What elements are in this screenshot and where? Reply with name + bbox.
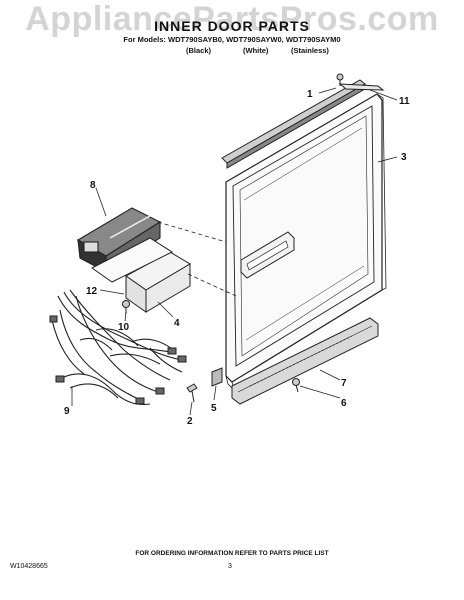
inner-door-panel [225,93,387,392]
finish-black: (Black) [186,46,212,55]
callout-12: 12 [86,286,98,297]
callout-1: 1 [307,89,313,100]
watermark: AppliancePartsPros.com [25,0,439,38]
insulation-pad [125,251,191,313]
callout-10: 10 [118,322,130,333]
leader-lines [157,221,237,297]
page-number: 3 [228,563,232,570]
callout-3: 3 [401,152,407,163]
screw-part-10 [122,300,130,314]
callout-8: 8 [90,180,96,191]
callout-4: 4 [174,318,180,329]
callout-labels: 1 2 3 4 5 6 7 8 9 10 11 12 [64,89,410,427]
bottom-trim-rail [231,317,379,405]
finish-white: (White) [243,46,269,55]
callout-6: 6 [341,398,347,409]
ordering-note: FOR ORDERING INFORMATION REFER TO PARTS … [135,550,329,557]
document-number: W10428665 [10,563,48,570]
hinge-bracket [211,367,223,387]
top-screw [336,73,344,86]
screw-part-6 [292,378,300,393]
wire-harness [51,289,183,406]
detergent-window [240,231,295,279]
top-gasket-strip [338,83,385,91]
shield-plate [91,237,174,283]
model-list: For Models: WDT790SAYB0, WDT790SAYW0, WD… [123,35,341,44]
harness-connectors [49,315,187,405]
callout-leaders [71,87,398,416]
callout-5: 5 [211,403,217,414]
callout-7: 7 [341,378,347,389]
page-title: INNER DOOR PARTS [154,18,310,34]
callout-9: 9 [64,406,70,417]
callout-11: 11 [399,96,410,107]
callout-2: 2 [187,416,193,427]
finish-stainless: (Stainless) [291,46,329,55]
screw-part-2 [186,383,198,403]
